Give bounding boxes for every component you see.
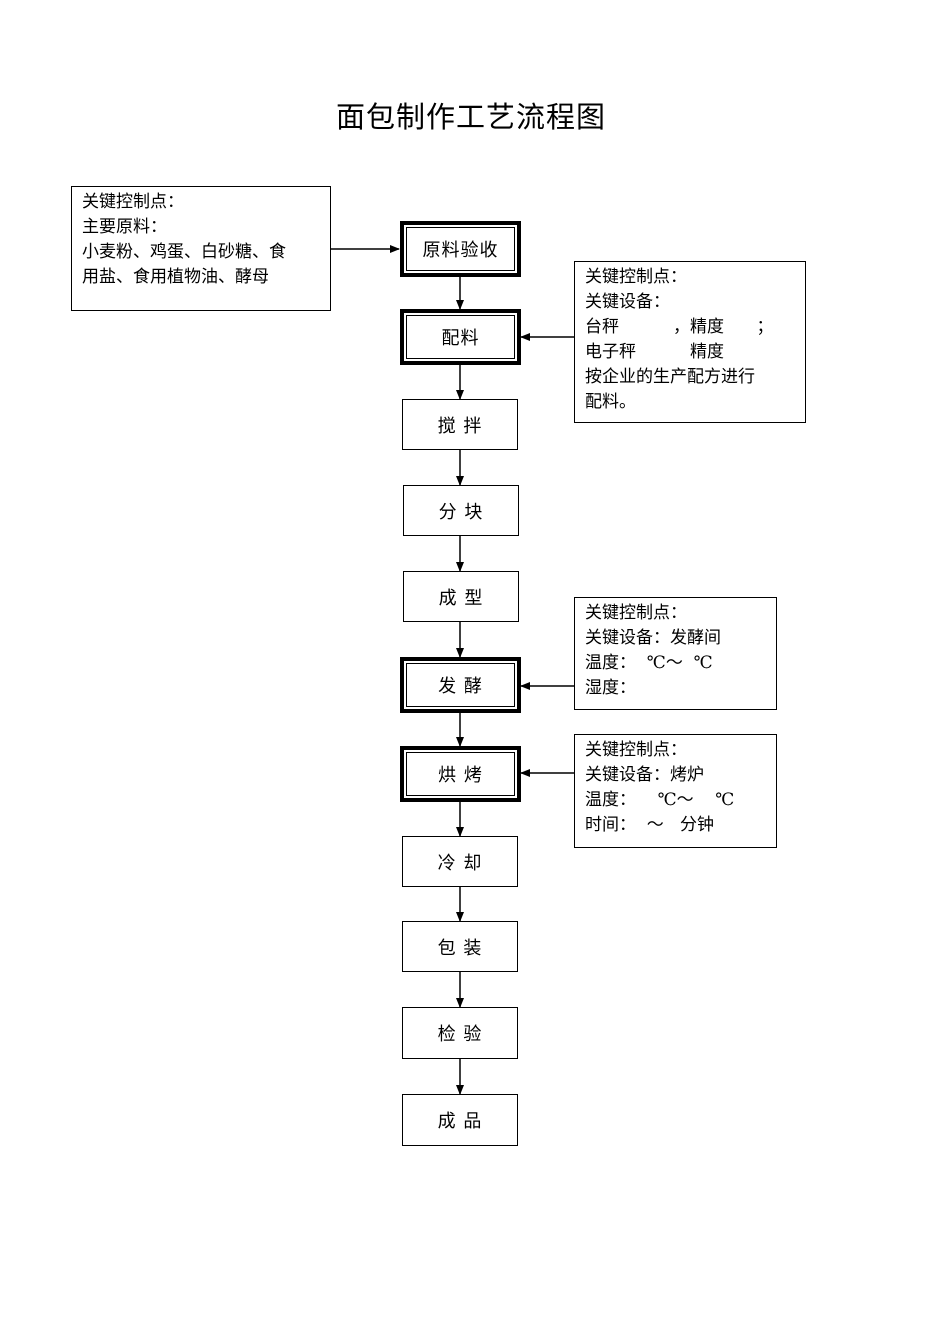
note-raw-materials: 关键控制点： 主要原料： 小麦粉、鸡蛋、白砂糖、食 用盐、食用植物油、酵母 bbox=[71, 186, 331, 311]
note-line: 关键设备：烤炉 bbox=[585, 765, 704, 785]
step-label: 冷 却 bbox=[437, 852, 483, 874]
step-packaging: 包 装 bbox=[402, 921, 518, 972]
step-label: 搅 拌 bbox=[437, 415, 483, 437]
step-label: 包 装 bbox=[437, 937, 483, 959]
note-fermentation: 关键控制点： 关键设备：发酵间 温度： ℃～ ℃ 湿度： bbox=[574, 597, 777, 710]
page-title: 面包制作工艺流程图 bbox=[335, 100, 606, 134]
step-cooling: 冷 却 bbox=[402, 836, 518, 887]
note-line: 关键设备：发酵间 bbox=[585, 628, 721, 648]
note-line: 温度： ℃～ ℃ bbox=[585, 790, 735, 810]
note-line: 时间： ～ 分钟 bbox=[585, 815, 715, 835]
note-line: 关键控制点： bbox=[82, 192, 184, 212]
note-line: 湿度： bbox=[585, 678, 636, 698]
note-batching: 关键控制点： 关键设备： 台秤 ，精度 ； 电子秤 精度 按企业的生产配方进行 … bbox=[574, 261, 806, 423]
note-baking: 关键控制点： 关键设备：烤炉 温度： ℃～ ℃ 时间： ～ 分钟 bbox=[574, 734, 777, 848]
step-label: 成 型 bbox=[438, 587, 484, 609]
step-mixing: 搅 拌 bbox=[402, 399, 518, 450]
step-label: 配料 bbox=[441, 328, 480, 349]
step-label: 原料验收 bbox=[422, 240, 499, 261]
step-raw-material-inspection: 原料验收 bbox=[400, 221, 521, 277]
note-line: 配料。 bbox=[585, 392, 636, 412]
note-line: 关键控制点： bbox=[585, 740, 687, 760]
note-line: 用盐、食用植物油、酵母 bbox=[82, 267, 269, 287]
step-finished-product: 成 品 bbox=[402, 1094, 518, 1146]
step-label: 烘 烤 bbox=[438, 765, 483, 786]
note-line: 关键设备： bbox=[585, 292, 670, 312]
step-label: 成 品 bbox=[437, 1111, 483, 1132]
step-dividing: 分 块 bbox=[403, 485, 519, 536]
note-line: 电子秤 精度 bbox=[585, 342, 725, 362]
step-label: 检 验 bbox=[437, 1024, 483, 1045]
step-label: 发 酵 bbox=[438, 676, 483, 697]
step-shaping: 成 型 bbox=[403, 571, 519, 622]
step-baking: 烘 烤 bbox=[400, 746, 521, 802]
note-line: 关键控制点： bbox=[585, 267, 687, 287]
note-line: 小麦粉、鸡蛋、白砂糖、食 bbox=[82, 242, 286, 262]
note-line: 台秤 ，精度 ； bbox=[585, 317, 774, 337]
step-batching: 配料 bbox=[400, 309, 521, 365]
note-line: 按企业的生产配方进行 bbox=[585, 367, 755, 387]
step-label: 分 块 bbox=[438, 501, 484, 523]
note-line: 关键控制点： bbox=[585, 603, 687, 623]
step-inspection: 检 验 bbox=[402, 1007, 518, 1059]
note-line: 主要原料： bbox=[82, 217, 167, 237]
step-fermentation: 发 酵 bbox=[400, 657, 521, 713]
note-line: 温度： ℃～ ℃ bbox=[585, 653, 713, 673]
